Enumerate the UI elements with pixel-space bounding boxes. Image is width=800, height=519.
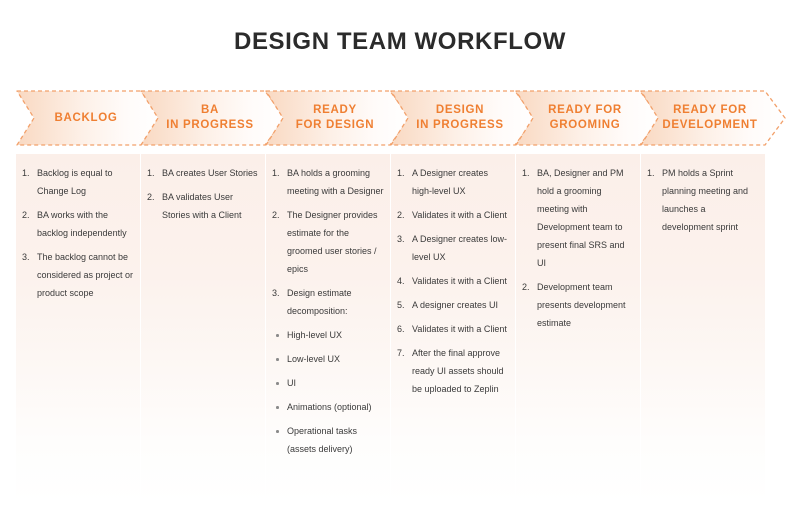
task-list: PM holds a Sprint planning meeting and l…: [647, 164, 759, 236]
task-item: The Designer provides estimate for the g…: [272, 206, 378, 274]
chevron-shape: [265, 90, 411, 146]
task-item: Validates it with a Client: [397, 272, 507, 290]
task-item: Validates it with a Client: [397, 320, 507, 338]
task-subitem: Operational tasks (assets delivery): [272, 422, 384, 458]
task-item: A Designer creates high-level UX: [397, 164, 489, 196]
task-item: Design estimate decomposition:: [272, 284, 352, 316]
task-list: A Designer creates high-level UX Validate…: [397, 164, 509, 398]
task-item: BA, Designer and PM hold a grooming meet…: [522, 164, 625, 268]
chevron-shape: [390, 90, 536, 146]
chevron-shape: [140, 90, 286, 146]
task-subitem: High-level UX: [272, 326, 384, 344]
task-list: Backlog is equal to Change Log BA works w…: [22, 164, 134, 302]
task-subitem: Animations (optional): [272, 398, 384, 416]
task-item: A designer creates UI: [397, 296, 499, 314]
column-body-backlog: Backlog is equal to Change Log BA works w…: [16, 154, 140, 504]
task-item: PM holds a Sprint planning meeting and l…: [647, 164, 749, 232]
task-list: BA holds a grooming meeting with a Desig…: [272, 164, 384, 458]
page-title: DESIGN TEAM WORKFLOW: [234, 28, 566, 55]
column-body-ready-for-design: BA holds a grooming meeting with a Desig…: [266, 154, 390, 504]
column-body-design-in-progress: A Designer creates high-level UX Validate…: [391, 154, 515, 504]
task-subitem: UI: [272, 374, 384, 392]
task-item: BA creates User Stories: [147, 164, 258, 182]
column-body-ready-for-development: PM holds a Sprint planning meeting and l…: [641, 154, 765, 504]
chevron-shape: [640, 90, 786, 146]
task-item: After the final approve ready UI assets …: [397, 344, 504, 394]
task-item: A Designer creates low-level UX: [397, 230, 508, 262]
task-list: BA creates User Stories BA validates User…: [147, 164, 259, 224]
column-body-ready-for-grooming: BA, Designer and PM hold a grooming meet…: [516, 154, 640, 504]
column-body-ba-in-progress: BA creates User Stories BA validates User…: [141, 154, 265, 504]
task-item: BA holds a grooming meeting with a Desig…: [272, 164, 384, 196]
chevron-shape: [515, 90, 661, 146]
task-list: BA, Designer and PM hold a grooming meet…: [522, 164, 634, 332]
task-item: Validates it with a Client: [397, 206, 507, 224]
task-item: BA works with the backlog independently: [22, 206, 127, 238]
task-item: BA validates User Stories with a Client: [147, 188, 242, 220]
task-item: Development team presents development es…: [522, 278, 626, 328]
task-subitem: Low-level UX: [272, 350, 384, 368]
task-item: The backlog cannot be considered as proj…: [22, 248, 134, 298]
task-item: Backlog is equal to Change Log: [22, 164, 113, 196]
